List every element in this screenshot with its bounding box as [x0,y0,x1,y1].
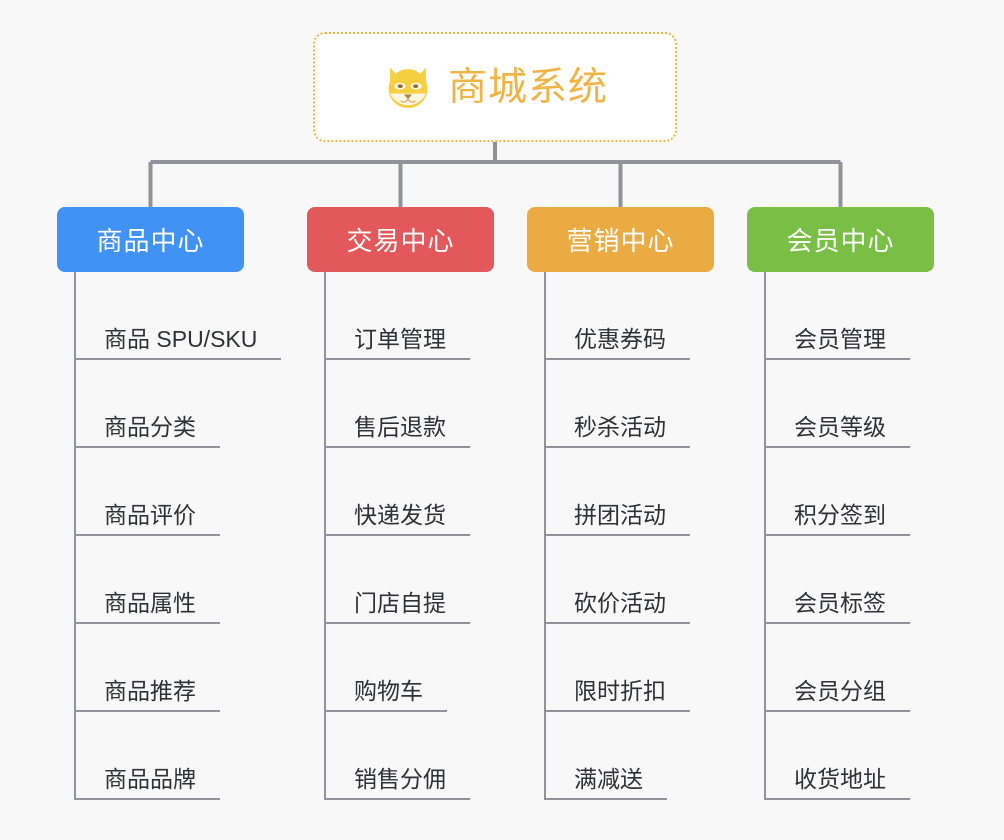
leaf-list-3: 优惠券码秒杀活动拼团活动砍价活动限时折扣满减送 [544,272,714,800]
leaf-item-underline [74,710,220,712]
leaf-item[interactable]: 收货地址 [764,712,934,800]
leaf-item[interactable]: 商品属性 [74,536,257,624]
leaf-item-underline [544,446,690,448]
branch-column-2: 交易中心订单管理售后退款快递发货门店自提购物车销售分佣 [307,207,494,800]
leaf-list-1: 商品 SPU/SKU 商品分类商品评价商品属性商品推荐商品品牌 [74,272,281,800]
root-title: 商城系统 [447,65,608,109]
branch-spine-3 [544,272,546,800]
leaf-item-label: 满减送 [574,765,643,792]
leaf-item[interactable]: 会员等级 [764,360,934,448]
leaf-item-underline [74,798,220,800]
leaf-item-underline [324,534,470,536]
leaf-item[interactable]: 购物车 [324,624,494,712]
leaf-item-underline [324,622,470,624]
branch-head-label: 商品中心 [96,226,205,256]
leaf-item-underline [764,534,910,536]
branch-head-3[interactable]: 营销中心 [527,207,714,272]
leaf-list-2: 订单管理售后退款快递发货门店自提购物车销售分佣 [324,272,494,800]
shiba-dog-emoji [388,67,428,109]
leaf-item-underline [764,446,910,448]
leaf-item-label: 商品 SPU/SKU [104,325,258,352]
leaf-item[interactable]: 砍价活动 [544,536,714,624]
leaf-item-label: 砍价活动 [574,589,666,616]
leaf-item-underline [74,622,220,624]
leaf-item-underline [544,358,690,360]
leaf-item[interactable]: 商品评价 [74,448,257,536]
leaf-item-underline [324,798,470,800]
leaf-item-label: 购物车 [354,677,423,704]
branch-spine-2 [324,272,326,800]
leaf-item[interactable]: 拼团活动 [544,448,714,536]
leaf-item-label: 售后退款 [354,413,446,440]
leaf-item-underline [74,358,281,360]
leaf-item[interactable]: 商品 SPU/SKU [74,272,281,360]
leaf-item[interactable]: 会员分组 [764,624,934,712]
leaf-item-underline [764,358,910,360]
branch-column-1: 商品中心商品 SPU/SKU 商品分类商品评价商品属性商品推荐商品品牌 [57,207,281,800]
leaf-item-label: 会员分组 [794,677,886,704]
leaf-item-underline [764,622,910,624]
leaf-item-label: 商品推荐 [104,677,196,704]
leaf-item-label: 拼团活动 [574,501,666,528]
leaf-item-label: 快递发货 [354,501,446,528]
leaf-item-label: 商品评价 [104,501,196,528]
leaf-item-label: 会员管理 [794,325,886,352]
leaf-item-label: 商品品牌 [104,765,196,792]
leaf-item-underline [74,446,220,448]
leaf-item-underline [764,798,910,800]
leaf-item[interactable]: 门店自提 [324,536,494,624]
leaf-item-label: 订单管理 [354,325,446,352]
leaf-item[interactable]: 会员管理 [764,272,934,360]
leaf-item[interactable]: 订单管理 [324,272,494,360]
leaf-item-underline [544,622,690,624]
leaf-item[interactable]: 会员标签 [764,536,934,624]
branch-head-label: 营销中心 [566,226,675,256]
leaf-item-underline [324,446,470,448]
leaf-item-label: 门店自提 [354,589,446,616]
leaf-item[interactable]: 秒杀活动 [544,360,714,448]
branch-spine-4 [764,272,766,800]
leaf-item-label: 商品分类 [104,413,196,440]
leaf-list-4: 会员管理会员等级积分签到会员标签会员分组收货地址 [764,272,934,800]
leaf-item-underline [764,710,910,712]
leaf-item[interactable]: 商品品牌 [74,712,257,800]
branch-head-label: 交易中心 [346,226,455,256]
leaf-item[interactable]: 商品推荐 [74,624,257,712]
leaf-item-underline [544,534,690,536]
leaf-item-label: 积分签到 [794,501,886,528]
leaf-item-label: 销售分佣 [354,765,446,792]
leaf-item-underline [324,710,447,712]
leaf-item[interactable]: 优惠券码 [544,272,714,360]
leaf-item-label: 秒杀活动 [574,413,666,440]
branch-head-label: 会员中心 [786,226,895,256]
leaf-item-label: 商品属性 [104,589,196,616]
leaf-item-label: 限时折扣 [574,677,666,704]
leaf-item-label: 会员标签 [794,589,886,616]
leaf-item-underline [74,534,220,536]
branch-head-2[interactable]: 交易中心 [307,207,494,272]
branch-column-3: 营销中心优惠券码秒杀活动拼团活动砍价活动限时折扣满减送 [527,207,714,800]
leaf-item[interactable]: 快递发货 [324,448,494,536]
leaf-item-label: 优惠券码 [574,325,666,352]
branch-head-4[interactable]: 会员中心 [747,207,934,272]
leaf-item-label: 收货地址 [794,765,886,792]
leaf-item-underline [544,798,667,800]
leaf-item[interactable]: 商品分类 [74,360,257,448]
leaf-item[interactable]: 销售分佣 [324,712,494,800]
branch-head-1[interactable]: 商品中心 [57,207,244,272]
branch-column-4: 会员中心会员管理会员等级积分签到会员标签会员分组收货地址 [747,207,934,800]
leaf-item[interactable]: 积分签到 [764,448,934,536]
leaf-item[interactable]: 满减送 [544,712,714,800]
leaf-item-underline [544,710,690,712]
leaf-item-label: 会员等级 [794,413,886,440]
leaf-item[interactable]: 售后退款 [324,360,494,448]
branch-spine-1 [74,272,76,800]
root-node[interactable]: 商城系统 [313,32,677,142]
leaf-item-underline [324,358,470,360]
leaf-item[interactable]: 限时折扣 [544,624,714,712]
